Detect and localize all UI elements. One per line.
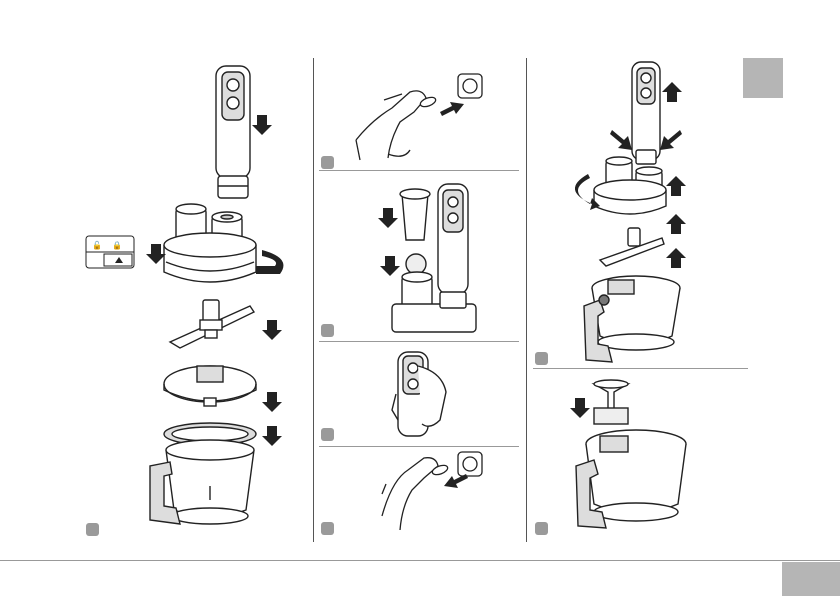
down-arrow-icon [262,392,282,412]
lock-indicator: 🔓 🔒 [86,236,134,268]
hand-holding-blender [392,352,446,436]
hand-blender-motor [216,66,250,198]
down-arrow-icon [570,398,590,418]
chopper-blade [170,300,254,348]
rotate-arrow-icon [256,250,283,274]
chopper-bowl [584,276,680,362]
down-arrow-icon [378,208,398,228]
unlock-icon: 🔓 [92,240,102,250]
grater-disc [164,366,256,406]
unplug-illustration [382,452,482,530]
down-arrow-icon [262,426,282,446]
chopper-bowl [150,440,254,524]
left-arrow-icon [444,474,468,488]
up-triangle-icon [115,257,123,263]
pusher [594,380,628,424]
chopper-bowl [576,430,686,528]
down-arrow-icon [262,320,282,340]
hand-blender-motor [438,184,468,308]
right-arrow-icon [440,102,464,116]
hand-blender-motor [632,62,660,164]
chopper-lid [594,157,666,214]
chopper-lid [164,204,256,282]
press-arrow-icon [660,130,682,150]
up-arrow-icon [662,82,682,102]
down-arrow-icon [380,256,400,276]
pusher [400,189,430,240]
plug-in-illustration [356,74,482,160]
press-arrow-icon [610,130,632,150]
up-arrow-icon [666,176,686,268]
lock-icon: 🔒 [112,241,122,250]
chopper-blade [600,228,664,266]
down-arrow-icon [146,244,166,264]
down-arrow-icon [252,115,272,135]
